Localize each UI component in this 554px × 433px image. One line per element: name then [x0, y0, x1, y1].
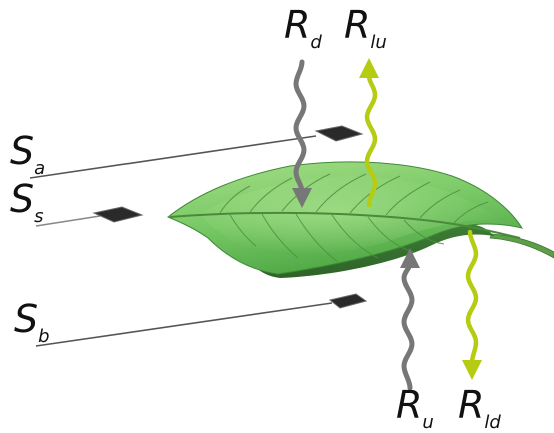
sensor-b — [328, 293, 368, 309]
sensor-a — [314, 125, 364, 142]
leaf-stem — [489, 233, 554, 259]
label-r-d: Rd — [284, 3, 322, 53]
label-s-b: Sb — [14, 297, 50, 347]
ru-arrow — [401, 261, 415, 391]
sensor-s-wire — [35, 215, 101, 227]
label-s-s: Ss — [10, 177, 44, 227]
rlu-arrow — [364, 73, 378, 208]
rld-arrowhead — [462, 360, 482, 380]
sensor-b-wire — [35, 302, 333, 347]
rd-arrowhead — [292, 188, 312, 208]
label-s-a: Sa — [10, 129, 45, 179]
rlu-arrowhead — [359, 58, 379, 78]
leaf-midrib — [169, 211, 521, 239]
ru-arrowhead — [400, 248, 420, 268]
label-r-ld: Rld — [458, 383, 501, 433]
label-r-lu: Rlu — [344, 3, 387, 53]
label-r-u: Ru — [396, 383, 434, 433]
sensor-a-wire — [29, 135, 317, 179]
rd-arrow — [293, 59, 307, 195]
sensor-s — [92, 206, 144, 223]
rld-arrow — [465, 229, 479, 365]
